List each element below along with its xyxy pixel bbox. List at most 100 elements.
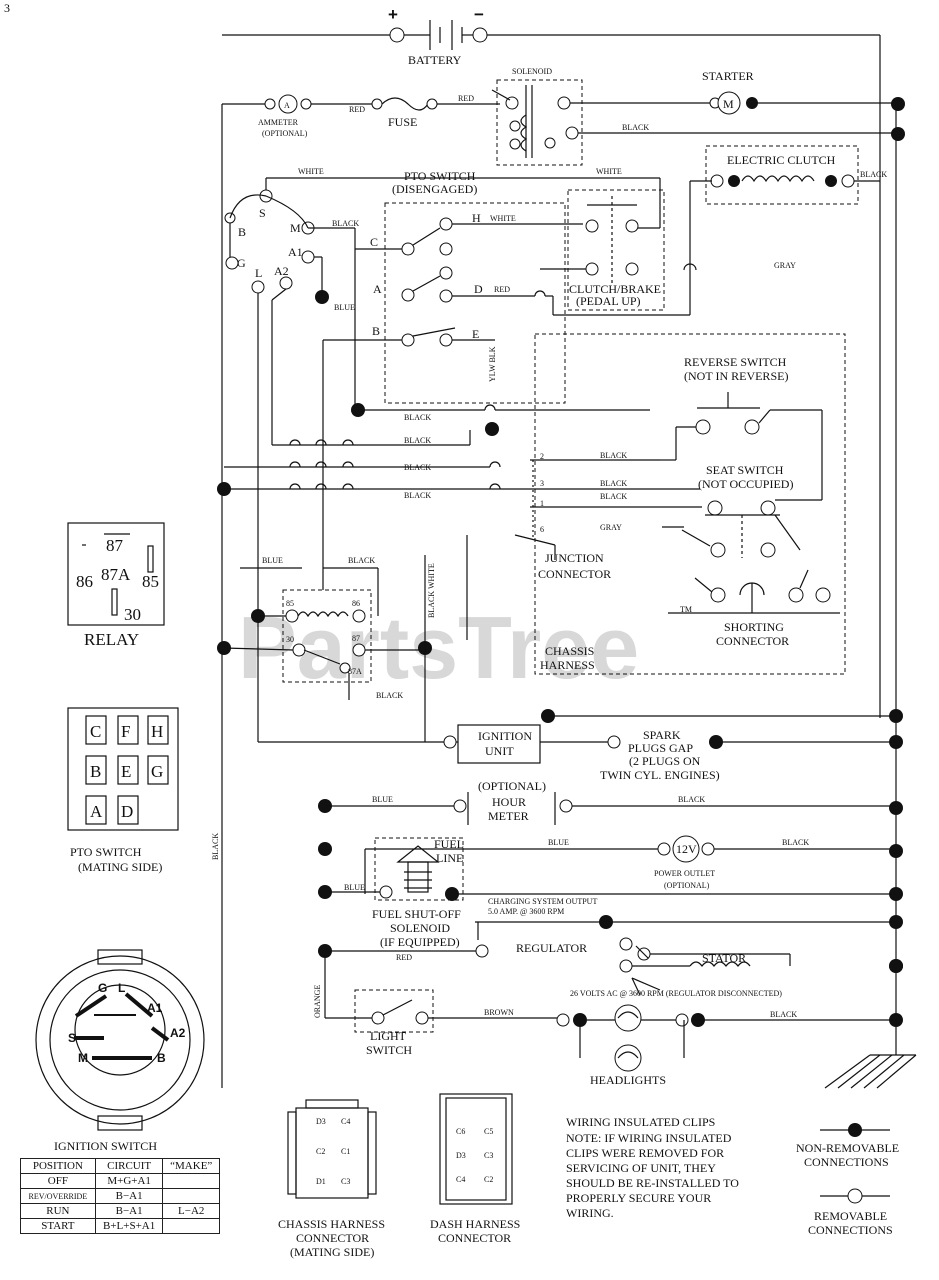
fuel-solenoid-l1: FUEL SHUT-OFF: [372, 907, 461, 921]
wire-black-relay: BLACK: [348, 556, 375, 565]
pto-switch-sub: (DISENGAGED): [392, 182, 477, 196]
wire-black-left: BLACK: [211, 833, 220, 860]
ignition-unit-label2: UNIT: [485, 744, 514, 758]
pto-term-b: B: [372, 324, 380, 338]
pto-switch: PTO SWITCH (DISENGAGED) C H WHITE A D RE…: [322, 169, 690, 568]
starter-label: STARTER: [702, 69, 754, 83]
clips-l2: NOTE: IF WIRING INSULATED: [566, 1131, 732, 1145]
ign-term-l: L: [255, 266, 262, 280]
wire-blue-a1: BLUE: [334, 303, 355, 312]
legend-removable-dot: [847, 1188, 863, 1204]
legend-nonrem-1: NON-REMOVABLE: [796, 1141, 899, 1155]
pto-mating-sub: (MATING SIDE): [78, 860, 162, 874]
table-cell: REV/OVERRIDE: [20, 1188, 96, 1204]
charging-l1: CHARGING SYSTEM OUTPUT: [488, 897, 597, 906]
pto-term-a: A: [373, 282, 382, 296]
dash-connector: C6 C5 D3 C3 C4 C2 DASH HARNESS CONNECTOR: [430, 1093, 520, 1245]
legend-rem-1: REMOVABLE: [814, 1209, 887, 1223]
ign-term-a2: A2: [274, 264, 289, 278]
wire-gray-clutch: GRAY: [774, 261, 796, 270]
wire-red-d: RED: [494, 285, 510, 294]
legend-rem-2: CONNECTIONS: [808, 1223, 893, 1237]
clips-l5: SHOULD BE RE-INSTALLED TO: [566, 1176, 739, 1190]
wire-black-4: BLACK: [404, 491, 431, 500]
ammeter-label: AMMETER: [258, 118, 299, 127]
reverse-switch-label: REVERSE SWITCH: [684, 355, 787, 369]
solenoid-label: SOLENOID: [512, 67, 552, 76]
relay-pin-87: 87: [106, 536, 124, 555]
clutch-brake-switch: CLUTCH/BRAKE (PEDAL UP): [540, 189, 665, 311]
chassis-conn-l1: CHASSIS HARNESS: [278, 1217, 385, 1231]
ign-term-g: G: [237, 256, 246, 270]
fuel-solenoid-l2: SOLENOID: [390, 921, 450, 935]
wire-blue-fs: BLUE: [344, 883, 365, 892]
table-cell: B+L+S+A1: [94, 1218, 164, 1234]
ammeter-sub: (OPTIONAL): [262, 129, 308, 138]
table-cell: B−A1: [94, 1188, 164, 1204]
junction-pin-3: 3: [540, 479, 544, 488]
battery: + − BATTERY: [222, 5, 488, 67]
clutch-brake-sub: (PEDAL UP): [576, 294, 641, 308]
ign-face-a2: A2: [170, 1026, 186, 1040]
clips-l4: SERVICING OF UNIT, THEY: [566, 1161, 716, 1175]
shorting-label: SHORTING: [724, 620, 784, 634]
dash-pin-c6: C6: [456, 1127, 465, 1136]
pto-cell-g: G: [151, 762, 163, 781]
wire-black-3: BLACK: [404, 463, 431, 472]
relay-pin-86: 86: [76, 572, 93, 591]
wire-black-clutch: BLACK: [860, 170, 887, 179]
wire-blue-po: BLUE: [548, 838, 569, 847]
spark-l1: SPARK: [643, 728, 681, 742]
battery-plus: +: [388, 5, 398, 24]
table-cell: B−A1: [94, 1203, 164, 1219]
relay-title: RELAY: [84, 630, 139, 649]
ammeter-symbol: A: [284, 101, 290, 110]
spark-l2: PLUGS GAP: [628, 741, 693, 755]
chassis-pin-c3: C3: [341, 1177, 350, 1186]
wire-black-relay2: BLACK: [376, 691, 403, 700]
light-switch-l1: LIGHT: [370, 1029, 407, 1043]
table-row: REV/OVERRIDE B−A1: [20, 1188, 220, 1204]
wire-gray-j6: GRAY: [600, 523, 622, 532]
wire-black-hl: BLACK: [770, 1010, 797, 1019]
fuel-line-l2: LINE: [436, 851, 463, 865]
ignition-unit: IGNITION UNIT SPARK PLUGS GAP (2 PLUGS O…: [443, 709, 896, 782]
wire-black-sol: BLACK: [622, 123, 649, 132]
hour-meter-l1: HOUR: [492, 795, 526, 809]
junction-label2: CONNECTOR: [538, 567, 611, 581]
table-cell: [162, 1218, 220, 1234]
starter: M STARTER: [702, 69, 896, 115]
dash-pin-c4: C4: [456, 1175, 465, 1184]
reverse-switch: REVERSE SWITCH (NOT IN REVERSE): [660, 355, 823, 501]
chassis-pin-d1: D1: [316, 1177, 326, 1186]
ign-face-l: L: [118, 981, 125, 995]
dash-pin-d3: D3: [456, 1151, 466, 1160]
chassis-harness-label: CHASSIS: [545, 644, 594, 658]
clips-l6: PROPERLY SECURE YOUR: [566, 1191, 711, 1205]
ign-term-s: S: [259, 206, 266, 220]
pto-cell-b: B: [90, 762, 101, 781]
ground-bus: [474, 34, 917, 1089]
wire-blue-relay: BLUE: [262, 556, 283, 565]
wire-black-m: BLACK: [332, 219, 359, 228]
fuel-solenoid: FUEL LINE BLUE FUEL SHUT-OFF SOLENOID (I…: [318, 837, 896, 949]
pto-cell-e: E: [121, 762, 131, 781]
table-row: START B+L+S+A1: [20, 1218, 220, 1234]
relay-pinout: 87 86 87A 85 30 RELAY: [67, 522, 165, 649]
seat-switch-label: SEAT SWITCH: [706, 463, 784, 477]
pto-term-c: C: [370, 235, 378, 249]
relay-c-87: 87: [352, 634, 360, 643]
junction-pin-6: 6: [540, 525, 544, 534]
ign-term-m: M: [290, 221, 301, 235]
relay-c-87a: 87A: [348, 667, 362, 676]
power-outlet: BLUE 12V BLACK POWER OUTLET (OPTIONAL): [318, 835, 896, 894]
table-cell: [162, 1173, 220, 1189]
clips-l3: CLIPS WERE REMOVED FOR: [566, 1146, 724, 1160]
relay-c-86: 86: [352, 599, 360, 608]
stator-note: 26 VOLTS AC @ 3600 RPM (REGULATOR DISCON…: [570, 989, 782, 998]
pto-cell-a: A: [90, 802, 103, 821]
pto-term-e: E: [472, 327, 479, 341]
pto-term-h: H: [472, 211, 481, 225]
chassis-pin-d3: D3: [316, 1117, 326, 1126]
